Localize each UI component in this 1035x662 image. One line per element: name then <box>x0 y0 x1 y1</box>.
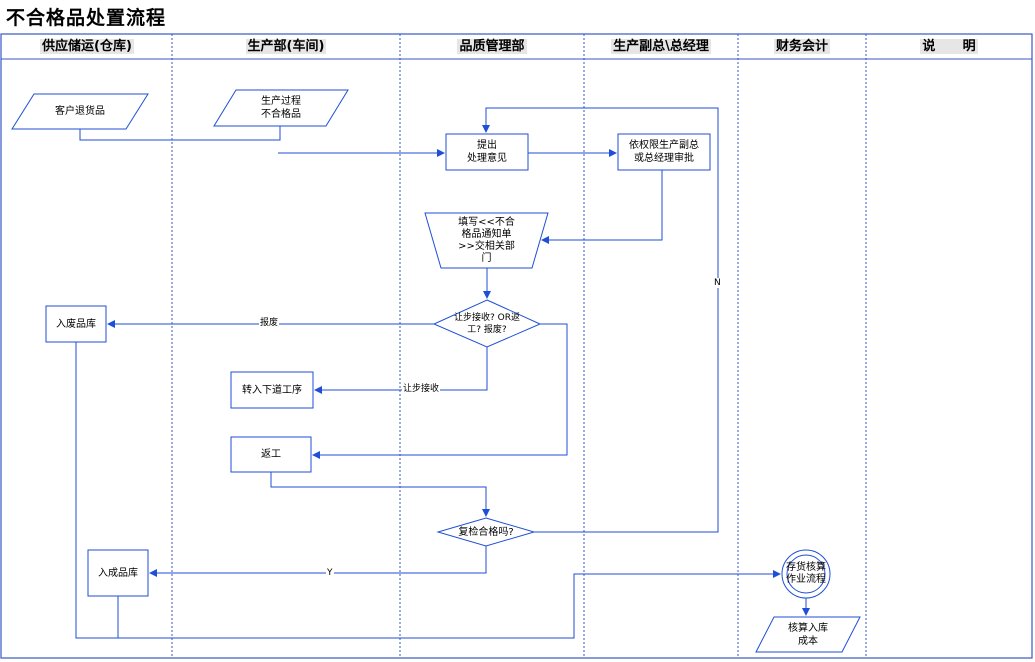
edge-rework <box>312 323 568 459</box>
rework-label: 返工 <box>261 449 281 460</box>
lane-header-production-label: 生产部(车间) <box>245 39 327 54</box>
recheck-label: 复检合格吗? <box>458 526 514 538</box>
cost-accounting-shape <box>755 616 861 653</box>
edge-no <box>482 107 719 533</box>
lane-header-quality-label: 品质管理部 <box>457 39 527 54</box>
finished-warehouse-shape <box>87 549 149 597</box>
cost-accounting-label: 核算入库 成本 <box>788 622 828 647</box>
lane-header-finance: 财务会计 <box>738 37 866 57</box>
edge-label-yes: Y <box>326 568 334 578</box>
inventory-flow-label: 存货核算 作业流程 <box>786 562 826 585</box>
lane-header-production: 生产部(车间) <box>172 37 400 57</box>
edge-yes <box>149 546 487 577</box>
lane-header-warehouse: 供应储运(仓库) <box>2 37 172 57</box>
lane-header-notes: 说 明 <box>866 37 1032 57</box>
production-nonconforming-shape <box>213 89 349 127</box>
production-nonconforming-label: 生产过程 不合格品 <box>261 96 301 120</box>
propose-shape <box>445 133 529 171</box>
edge-label-no: N <box>713 278 722 288</box>
notice-label: 填写<<不合 格品通知单 >>交相关部 门 <box>458 216 515 264</box>
lane-header-finance-label: 财务会计 <box>773 39 830 54</box>
lane-header-warehouse-label: 供应储运(仓库) <box>40 39 134 54</box>
inventory-flow-inner <box>786 554 826 594</box>
approve-shape <box>617 133 711 171</box>
lane-header-quality: 品质管理部 <box>400 37 584 57</box>
edge-concession <box>314 347 488 394</box>
rework-shape <box>230 436 312 473</box>
next-process-label: 转入下道工序 <box>242 384 302 396</box>
lane-header-management: 生产副总\总经理 <box>584 37 738 57</box>
approve-label: 依权限生产副总 或总经理审批 <box>629 140 699 164</box>
propose-label: 提出 处理意见 <box>467 140 507 164</box>
page-title: 不合格品处置流程 <box>6 7 167 29</box>
customer-return-label: 客户退货品 <box>55 106 105 117</box>
scrap-warehouse-label: 入废品库 <box>56 318 96 330</box>
next-process-shape <box>230 371 314 409</box>
customer-return-shape <box>11 93 149 130</box>
diagram-frame <box>0 33 1033 659</box>
edge-to-notice <box>541 170 663 244</box>
finished-warehouse-label: 入成品库 <box>98 567 138 579</box>
edge-to-recheck <box>270 472 490 517</box>
edge-to-inventory <box>75 342 781 639</box>
scrap-warehouse-shape <box>45 305 107 343</box>
edge-inputs-join <box>79 126 281 141</box>
lane-header-notes-label: 说 明 <box>920 39 978 54</box>
notice-shape <box>424 212 549 269</box>
edge-label-scrap: 报废 <box>259 318 280 328</box>
decision-label: 让步接收? OR返 工? 报废? <box>454 313 520 335</box>
edge-label-concession: 让步接收 <box>402 384 441 394</box>
lane-header-management-label: 生产副总\总经理 <box>611 39 711 54</box>
